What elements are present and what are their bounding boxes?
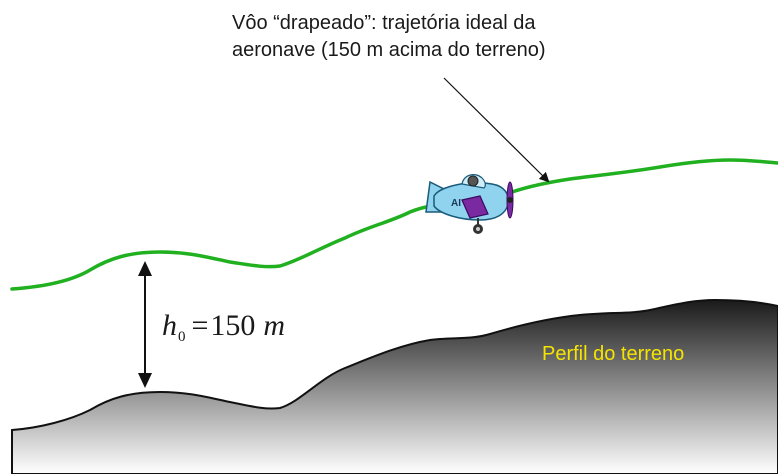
- flight-path: [10, 203, 447, 291]
- flight-path-continued: [510, 158, 778, 194]
- height-dimension-arrow: [138, 261, 152, 388]
- height-symbol: h: [162, 309, 177, 342]
- height-value: 150: [210, 309, 256, 342]
- caption-line-2: aeronave (150 m acima do terreno): [232, 39, 546, 61]
- equals-sign: =: [191, 309, 209, 342]
- height-unit: m: [263, 309, 286, 342]
- terrain-profile-label: Perfil do terreno: [542, 343, 685, 365]
- aircraft-label: AI: [451, 198, 461, 209]
- caption-pointer-arrow: [443, 77, 550, 183]
- diagram-caption: Vôo “drapeado”: trajetória ideal da aero…: [232, 10, 672, 64]
- terrain-profile: [11, 298, 778, 474]
- airplane-icon: AI: [425, 174, 514, 234]
- height-subscript: 0: [178, 329, 186, 345]
- caption-line-1: Vôo “drapeado”: trajetória ideal da: [232, 12, 536, 34]
